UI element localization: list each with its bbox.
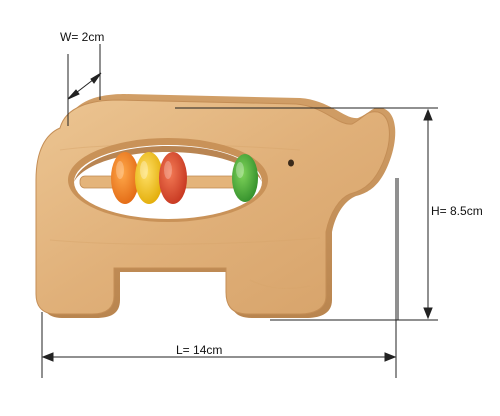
bead-green [232, 154, 258, 202]
bead-red [159, 152, 187, 204]
height-label: H= 8.5cm [431, 204, 483, 218]
elephant-eye [288, 159, 294, 167]
wood-grain [49, 237, 321, 245]
width-label: W= 2cm [60, 30, 105, 44]
length-dimension [41, 178, 397, 378]
length-label: L= 14cm [176, 343, 223, 357]
width-dimension [67, 44, 102, 126]
bead-yellow [135, 152, 163, 204]
bead-orange [111, 152, 139, 204]
wood-grain [249, 279, 311, 289]
height-dimension [175, 107, 438, 321]
